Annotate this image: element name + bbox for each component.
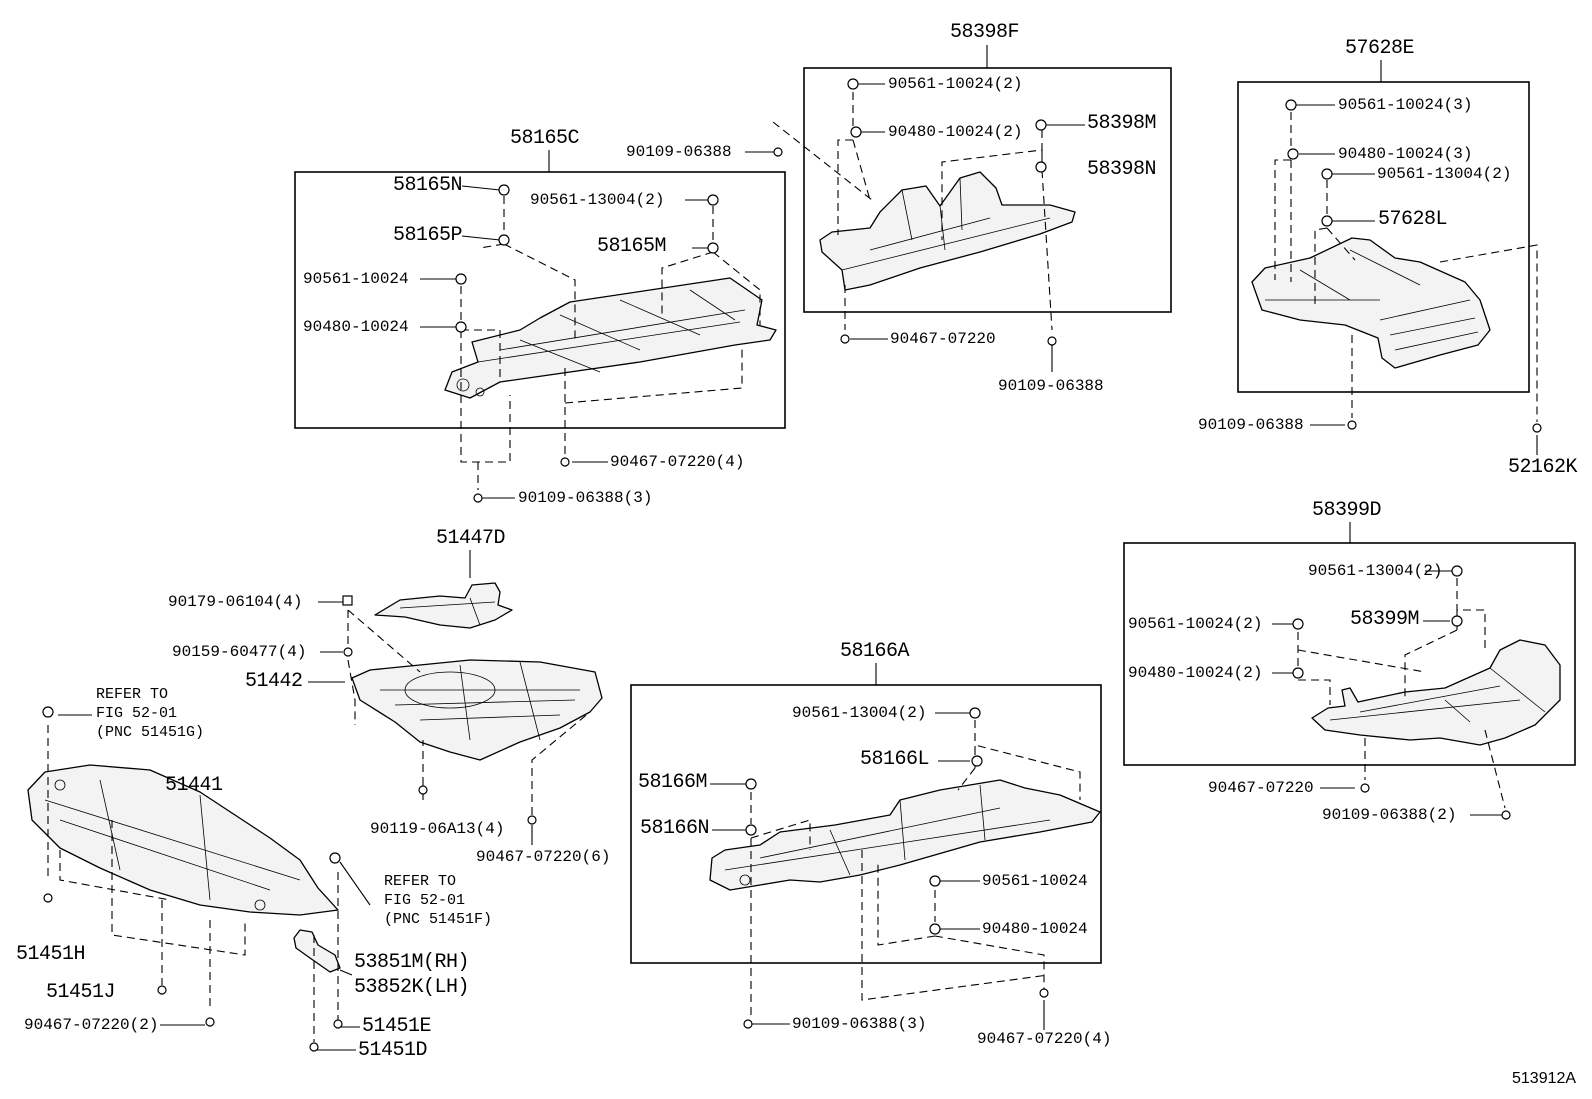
group-title-57628E: 57628E: [1345, 37, 1415, 60]
group-title-51441: 51441: [165, 774, 223, 797]
label-51451H: 51451H: [16, 943, 86, 966]
fasteners-51442: [342, 595, 537, 825]
part-51442-shield: [351, 659, 603, 761]
part-58398F-panel: [819, 171, 1076, 291]
label-58165M: 58165M: [597, 235, 667, 258]
label-90109-06388-3-e: 90109-06388(3): [792, 1015, 927, 1033]
label-51451D: 51451D: [358, 1039, 428, 1062]
box-58166A: [630, 684, 1102, 964]
label-90480-10024-2-d: 90480-10024(2): [1128, 664, 1263, 682]
label-90480-10024-a: 90480-10024: [303, 318, 409, 336]
fasteners-57628E: [1285, 99, 1542, 433]
group-title-51447D: 51447D: [436, 527, 506, 550]
label-90561-10024-3-c: 90561-10024(3): [1338, 96, 1473, 114]
label-90561-10024-a: 90561-10024: [303, 270, 409, 288]
label-90467-07220-b: 90467-07220: [890, 330, 996, 348]
label-90561-10024-2-d: 90561-10024(2): [1128, 615, 1263, 633]
leaders-58166A: [710, 712, 1081, 1030]
leaders-57628E: [1274, 104, 1538, 455]
label-90561-13004-2-e: 90561-13004(2): [792, 704, 927, 722]
part-58399D-panel: [1311, 639, 1561, 746]
label-90109-06388-a: 90109-06388: [626, 143, 732, 161]
part-58165C-panel: [444, 277, 777, 399]
label-90179-06104-4: 90179-06104(4): [168, 593, 303, 611]
label-58398N: 58398N: [1087, 158, 1157, 181]
label-90467-07220-4-e: 90467-07220(4): [977, 1030, 1112, 1048]
part-51447D-duct: [374, 582, 513, 629]
leaders-58165C: [420, 185, 761, 499]
group-title-58399D: 58399D: [1312, 499, 1382, 522]
label-90467-07220-2-g: 90467-07220(2): [24, 1016, 159, 1034]
label-52162K: 52162K: [1508, 456, 1578, 479]
group-title-51442: 51442: [245, 670, 303, 693]
label-90561-10024-e: 90561-10024: [982, 872, 1088, 890]
fasteners-58399D: [1292, 565, 1511, 820]
label-90119-06A13-4: 90119-06A13(4): [370, 820, 505, 838]
group-title-58165C: 58165C: [510, 127, 580, 150]
label-90109-06388-3-a: 90109-06388(3): [518, 489, 653, 507]
label-58166L: 58166L: [860, 748, 930, 771]
label-90467-07220-d: 90467-07220: [1208, 779, 1314, 797]
label-90467-07220-4-a: 90467-07220(4): [610, 453, 745, 471]
label-90561-13004-2-a: 90561-13004(2): [530, 191, 665, 209]
refer-note-51451G: REFER TO FIG 52-01 (PNC 51451G): [96, 686, 205, 741]
part-53851M-bracket: [293, 929, 341, 973]
fasteners-51441: [42, 706, 343, 1052]
box-58165C: [294, 171, 786, 429]
leaders-51441: [47, 714, 371, 1051]
label-90480-10024-2-b: 90480-10024(2): [888, 123, 1023, 141]
label-51451E: 51451E: [362, 1015, 432, 1038]
label-58165P: 58165P: [393, 224, 463, 247]
label-51451J: 51451J: [46, 981, 116, 1004]
group-title-58398F: 58398F: [950, 21, 1020, 44]
diagram-id: 513912A: [1512, 1070, 1577, 1087]
label-90159-60477-4: 90159-60477(4): [172, 643, 307, 661]
label-90109-06388-2-d: 90109-06388(2): [1322, 806, 1457, 824]
label-90480-10024-e: 90480-10024: [982, 920, 1088, 938]
label-57628L: 57628L: [1378, 208, 1448, 231]
fasteners-58166A: [743, 707, 1049, 1029]
label-90561-10024-2-b: 90561-10024(2): [888, 75, 1023, 93]
label-58166N: 58166N: [640, 817, 710, 840]
label-58165N: 58165N: [393, 174, 463, 197]
label-53851M: 53851M(RH): [354, 951, 470, 974]
label-58166M: 58166M: [638, 771, 708, 794]
label-58399M: 58399M: [1350, 608, 1420, 631]
label-53852K: 53852K(LH): [354, 976, 470, 999]
part-57628E-panel: [1251, 237, 1491, 369]
leaders-58398F: [745, 83, 1085, 372]
box-57628E: [1237, 81, 1530, 393]
fasteners-58165C: [455, 184, 719, 503]
label-90467-07220-6: 90467-07220(6): [476, 848, 611, 866]
label-58398M: 58398M: [1087, 112, 1157, 135]
part-58166A-panel: [709, 779, 1101, 891]
refer-note-51451F: REFER TO FIG 52-01 (PNC 51451F): [384, 873, 493, 928]
label-90109-06388-c: 90109-06388: [1198, 416, 1304, 434]
group-title-58166A: 58166A: [840, 640, 910, 663]
label-90561-13004-2-c: 90561-13004(2): [1377, 165, 1512, 183]
label-90109-06388-b: 90109-06388: [998, 377, 1104, 395]
leaders-58399D: [1272, 570, 1506, 816]
label-90561-13004-2-d: 90561-13004(2): [1308, 562, 1443, 580]
label-90480-10024-3-c: 90480-10024(3): [1338, 145, 1473, 163]
fasteners-58398F: [773, 78, 1057, 346]
part-51441-cover: [27, 764, 339, 916]
